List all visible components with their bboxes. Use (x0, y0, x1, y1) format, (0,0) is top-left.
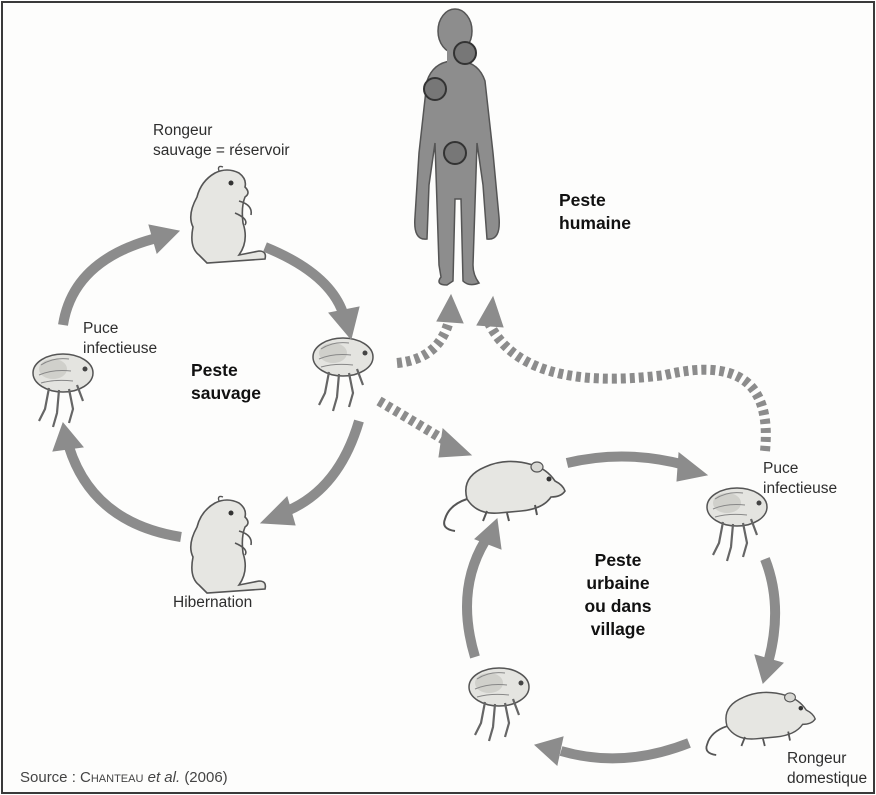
source-etal: et al. (147, 769, 181, 786)
urban-cycle-arrows (462, 451, 784, 766)
bubo-neck (453, 41, 477, 65)
bubo-groin (443, 141, 467, 165)
wild-rodent-icon (189, 165, 267, 264)
human-figure (414, 8, 500, 286)
source-credit: Source : Chanteau et al. (2006) (20, 769, 228, 786)
flea-icon-right (705, 486, 769, 563)
plague-cycle-diagram (31, 8, 817, 766)
sylvatic-plague-line1: Peste (191, 360, 238, 380)
human-plague-line1: Peste (559, 190, 606, 210)
wild-rodent-label-line1: Rongeur (153, 122, 213, 139)
infectious-flea-left-label: Puce infectieuse (83, 319, 157, 359)
infectious-flea-left-line2: infectieuse (83, 340, 158, 357)
human-plague-label: Peste humaine (559, 189, 631, 235)
hibernating-rodent-icon (189, 495, 267, 594)
infectious-flea-right-line1: Puce (763, 460, 799, 477)
urban-plague-line1: Peste (594, 550, 642, 570)
source-author: Chanteau (80, 769, 144, 786)
sylvatic-plague-line2: sauvage (191, 383, 262, 403)
transmission-arrows (376, 293, 771, 458)
sylvatic-cycle-arrows (52, 224, 364, 542)
domestic-rodent-line2: domestique (787, 770, 868, 787)
urban-plague-label: Peste urbaine ou dans village (563, 549, 673, 641)
wild-rodent-label: Rongeur sauvage = réservoir (153, 121, 290, 161)
wild-rodent-label-line2: sauvage = réservoir (153, 142, 290, 159)
flea-icon-left (31, 352, 95, 429)
human-plague-line2: humaine (559, 213, 631, 233)
infectious-flea-left-line1: Puce (83, 320, 119, 337)
domestic-rat-icon (705, 691, 817, 756)
bubo-armpit (423, 77, 447, 101)
domestic-rodent-label: Rongeur domestique (787, 749, 867, 789)
urban-rat-icon (443, 460, 566, 532)
hibernation-label: Hibernation (173, 594, 253, 611)
flea-icon-bottom (467, 666, 531, 743)
urban-plague-line3: ou dans (584, 596, 652, 616)
sylvatic-plague-label: Peste sauvage (191, 359, 261, 405)
urban-plague-line2: urbaine (586, 573, 650, 593)
flea-icon-center (311, 336, 375, 413)
infectious-flea-right-line2: infectieuse (763, 480, 838, 497)
domestic-rodent-line1: Rongeur (787, 750, 847, 767)
source-prefix: Source : (20, 769, 81, 786)
source-year: (2006) (184, 769, 228, 786)
urban-plague-line4: village (590, 619, 646, 639)
infectious-flea-right-label: Puce infectieuse (763, 459, 837, 499)
